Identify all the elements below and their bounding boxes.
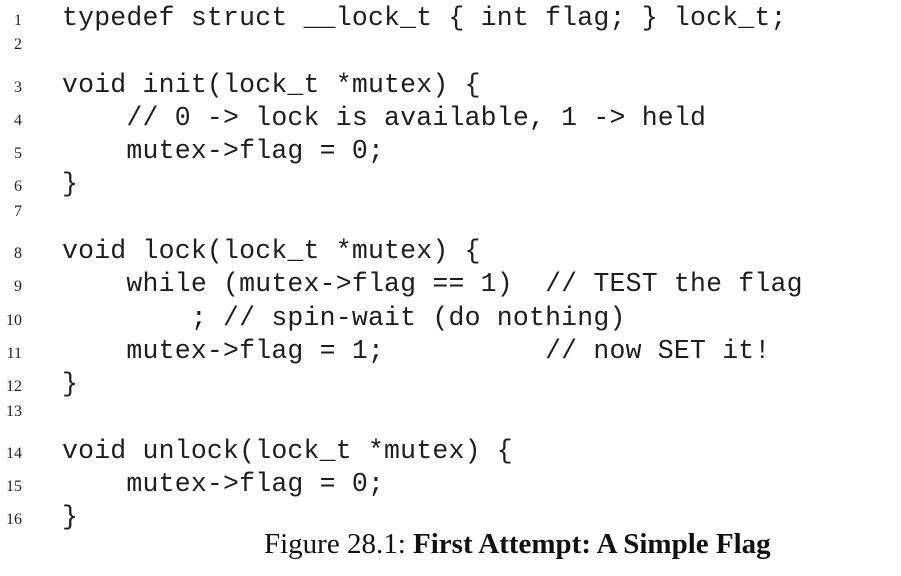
code-line-7: 7 bbox=[0, 203, 901, 236]
line-number: 11 bbox=[6, 344, 22, 362]
code-text: typedef struct __lock_t { int flag; } lo… bbox=[62, 3, 787, 33]
caption-label: Figure 28.1: bbox=[264, 528, 414, 560]
caption-title: First Attempt: A Simple Flag bbox=[413, 528, 771, 560]
line-number: 10 bbox=[6, 311, 22, 329]
code-text: void init(lock_t *mutex) { bbox=[62, 69, 481, 100]
code-line-1: 1 typedef struct __lock_t { int flag; } … bbox=[0, 3, 901, 36]
code-text: // 0 -> lock is available, 1 -> held bbox=[62, 102, 707, 133]
code-line-2: 2 bbox=[0, 36, 901, 69]
line-number: 8 bbox=[14, 245, 22, 263]
code-text: } bbox=[62, 369, 79, 400]
code-text: mutex->flag = 1; // now SET it! bbox=[62, 335, 771, 366]
line-number: 1 bbox=[14, 12, 22, 29]
figure-caption: Figure 28.1: First Attempt: A Simple Fla… bbox=[264, 528, 771, 561]
code-text: mutex->flag = 0; bbox=[62, 469, 385, 500]
code-line-10: 10 ; // spin-wait (do nothing) bbox=[0, 303, 901, 336]
line-number: 2 bbox=[14, 36, 22, 54]
line-number: 14 bbox=[6, 444, 22, 462]
code-text: while (mutex->flag == 1) // TEST the fla… bbox=[62, 269, 803, 300]
code-line-3: 3 void init(lock_t *mutex) { bbox=[0, 70, 901, 103]
code-text: void lock(lock_t *mutex) { bbox=[62, 236, 481, 267]
code-listing: 1 typedef struct __lock_t { int flag; } … bbox=[0, 3, 901, 536]
code-line-12: 12 } bbox=[0, 369, 901, 402]
line-number: 6 bbox=[14, 178, 22, 196]
code-line-5: 5 mutex->flag = 0; bbox=[0, 136, 901, 169]
line-number: 13 bbox=[6, 402, 22, 420]
code-line-14: 14 void unlock(lock_t *mutex) { bbox=[0, 436, 901, 469]
code-line-8: 8 void lock(lock_t *mutex) { bbox=[0, 236, 901, 269]
line-number: 12 bbox=[6, 378, 22, 396]
line-number: 7 bbox=[14, 202, 22, 220]
line-number: 5 bbox=[14, 145, 22, 163]
line-number: 4 bbox=[14, 111, 22, 129]
code-text: void unlock(lock_t *mutex) { bbox=[62, 435, 513, 466]
line-number: 9 bbox=[14, 278, 22, 296]
code-text: } bbox=[62, 502, 79, 533]
code-line-9: 9 while (mutex->flag == 1) // TEST the f… bbox=[0, 269, 901, 302]
line-number: 15 bbox=[6, 478, 22, 496]
code-line-11: 11 mutex->flag = 1; // now SET it! bbox=[0, 336, 901, 369]
code-line-15: 15 mutex->flag = 0; bbox=[0, 469, 901, 502]
code-text: mutex->flag = 0; bbox=[62, 136, 385, 167]
code-line-16: 16 } bbox=[0, 502, 901, 535]
code-text: ; // spin-wait (do nothing) bbox=[62, 302, 626, 333]
code-text: } bbox=[62, 169, 79, 200]
code-line-4: 4 // 0 -> lock is available, 1 -> held bbox=[0, 103, 901, 136]
line-number: 16 bbox=[6, 511, 22, 529]
line-number: 3 bbox=[14, 78, 22, 96]
code-line-6: 6 } bbox=[0, 169, 901, 202]
code-line-13: 13 bbox=[0, 403, 901, 436]
